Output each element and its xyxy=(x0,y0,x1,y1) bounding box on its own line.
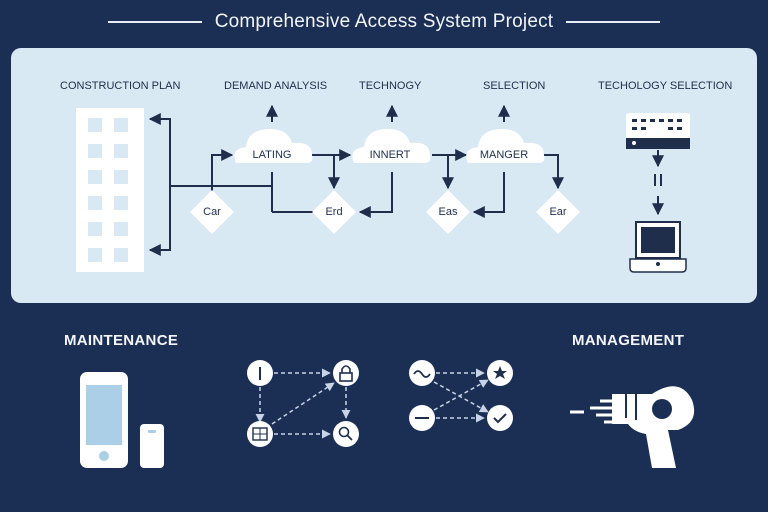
laptop-icon xyxy=(629,221,687,273)
diamond-label-ear: Ear xyxy=(549,206,567,218)
page-title: Comprehensive Access System Project xyxy=(214,11,554,32)
network-links-left xyxy=(255,368,351,439)
cloud-label-lating: LATING xyxy=(252,149,292,161)
title-rule-left xyxy=(108,21,202,23)
drill-icon xyxy=(570,386,695,468)
server-icon xyxy=(626,113,690,149)
cloud-label-manger: MANGER xyxy=(479,149,529,161)
cloud-label-innert: INNERT xyxy=(369,149,411,161)
section-maintenance: MAINTENANCE xyxy=(64,332,179,349)
label-technology: TECHNOGY xyxy=(359,80,422,92)
label-demand-analysis: DEMAND ANALYSIS xyxy=(224,80,328,92)
title-bar: Comprehensive Access System Project xyxy=(0,8,768,36)
diamond-label-car: Car xyxy=(203,206,221,218)
label-selection: SELECTION xyxy=(483,80,546,92)
remote-icon xyxy=(140,424,164,468)
building-icon xyxy=(76,108,144,272)
cloud-icon xyxy=(352,129,431,163)
search-icon xyxy=(333,421,359,447)
title-rule-right xyxy=(566,21,660,23)
section-management: MANAGEMENT xyxy=(572,332,685,349)
flow-connectors xyxy=(148,104,664,256)
wave-icon xyxy=(409,360,435,386)
cloud-icon xyxy=(466,129,545,163)
cloud-icon xyxy=(234,129,313,163)
grid-icon xyxy=(247,421,273,447)
diamond-label-erd: Erd xyxy=(325,206,343,218)
check-icon xyxy=(487,405,513,431)
star-icon xyxy=(487,360,513,386)
network-links-right xyxy=(433,368,489,423)
label-construction-plan: CONSTRUCTION PLAN xyxy=(60,80,181,92)
diamond-label-eas: Eas xyxy=(438,206,458,218)
info-icon xyxy=(247,360,273,386)
minus-icon xyxy=(409,405,435,431)
phone-icon xyxy=(80,372,128,468)
decision-diamonds xyxy=(190,190,580,234)
lock-icon xyxy=(333,360,359,386)
label-tech-selection: TECHOLOGY SELECTION xyxy=(598,80,733,92)
